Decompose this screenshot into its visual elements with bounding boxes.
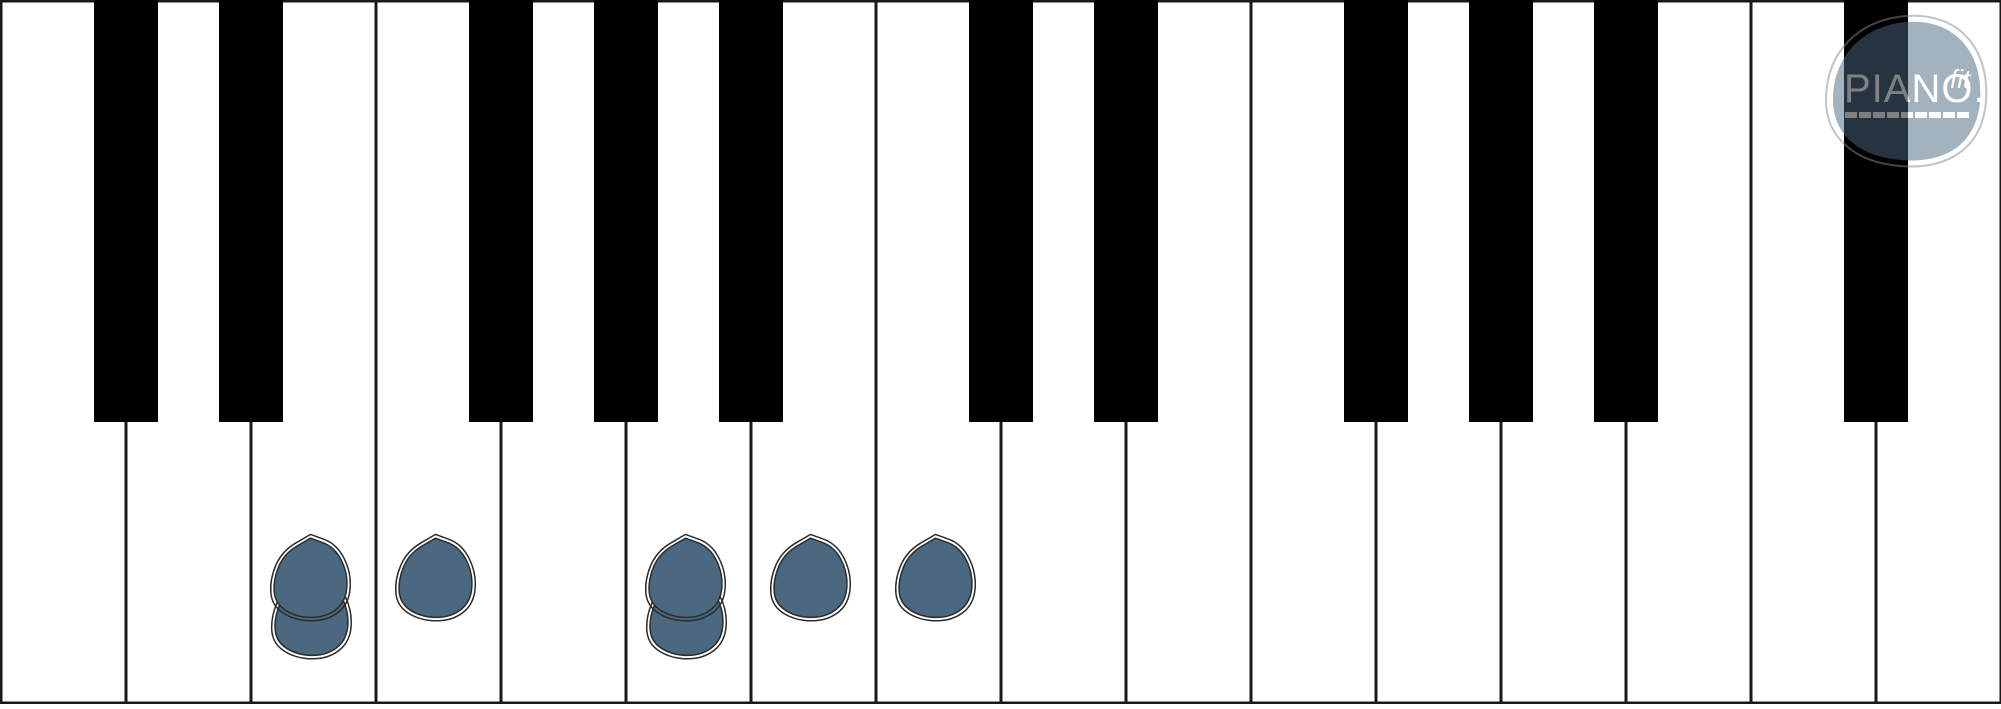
logo-mini-keys (1845, 112, 1969, 118)
black-key (94, 0, 158, 422)
finger-marker-outline (769, 533, 852, 622)
logo-suffix: fit (1950, 64, 1972, 94)
finger-marker-outline (644, 533, 727, 622)
black-key (469, 0, 533, 422)
finger-marker (773, 537, 848, 619)
black-key (1469, 0, 1533, 422)
black-key (969, 0, 1033, 422)
logo-blob-outer (1824, 14, 1988, 168)
black-key (719, 0, 783, 422)
finger-marker (898, 537, 973, 619)
black-key (219, 0, 283, 422)
black-key (1094, 0, 1158, 422)
finger-marker-outline (269, 533, 352, 622)
finger-markers-group (269, 533, 977, 660)
finger-marker-outline (894, 533, 977, 622)
finger-marker (398, 537, 473, 619)
logo-text: PIANO. (1844, 67, 1986, 111)
piano-fit-logo: PIANO. fit (1824, 14, 1988, 168)
black-key (594, 0, 658, 422)
black-keys-group (94, 0, 1908, 422)
black-key (1344, 0, 1408, 422)
finger-marker (648, 537, 723, 619)
logo-blob (1832, 21, 1981, 161)
finger-marker-outline (394, 533, 477, 622)
black-key (1594, 0, 1658, 422)
finger-marker (273, 537, 348, 619)
